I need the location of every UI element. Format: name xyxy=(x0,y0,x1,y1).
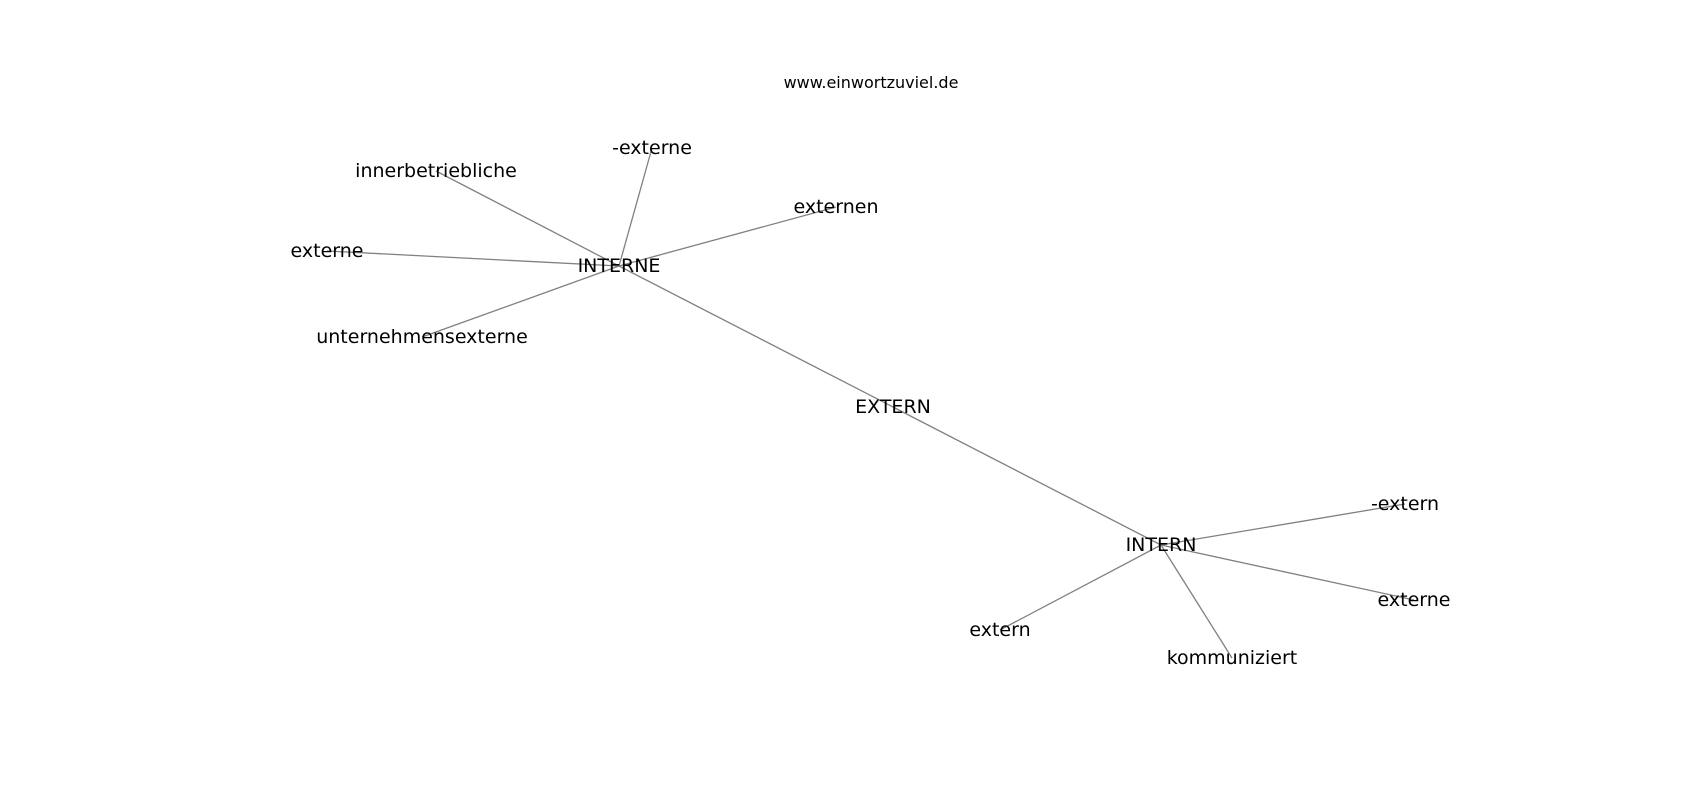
node-label-externe_left: externe xyxy=(291,240,364,262)
node-label-INTERNE: INTERNE xyxy=(578,255,661,277)
edge-INTERN-extern xyxy=(999,544,1162,631)
node-label-unternehmensexterne: unternehmensexterne xyxy=(316,326,528,348)
node-label-minus_externe: -externe xyxy=(612,137,692,159)
edge-INTERNE-minus_externe xyxy=(618,147,653,267)
node-label-externe_right: externe xyxy=(1378,589,1451,611)
source-url-label: www.einwortzuviel.de xyxy=(784,73,959,92)
node-label-externen: externen xyxy=(794,196,879,218)
node-label-EXTERN: EXTERN xyxy=(855,396,931,418)
edge-EXTERN-INTERNE xyxy=(618,265,894,408)
edge-INTERNE-externen xyxy=(618,206,837,267)
label-layer: EXTERN INTERNE INTERN innerbetriebliche -ext… xyxy=(291,137,1451,669)
node-label-extern: extern xyxy=(969,619,1030,641)
edge-layer xyxy=(326,147,1415,659)
edge-EXTERN-INTERN xyxy=(892,406,1162,546)
edge-INTERNE-externe_left xyxy=(326,250,620,267)
edge-INTERN-minus_extern xyxy=(1160,503,1406,546)
node-label-INTERN: INTERN xyxy=(1126,534,1197,556)
node-label-innerbetriebliche: innerbetriebliche xyxy=(355,160,517,182)
edge-INTERNE-innerbetriebliche xyxy=(435,170,620,267)
edge-INTERNE-unternehmensexterne xyxy=(421,265,620,338)
node-label-minus_extern: -extern xyxy=(1371,493,1439,515)
node-label-kommuniziert: kommuniziert xyxy=(1167,647,1298,669)
edge-INTERN-kommuniziert xyxy=(1160,544,1233,659)
edge-INTERN-externe_right xyxy=(1160,544,1415,601)
